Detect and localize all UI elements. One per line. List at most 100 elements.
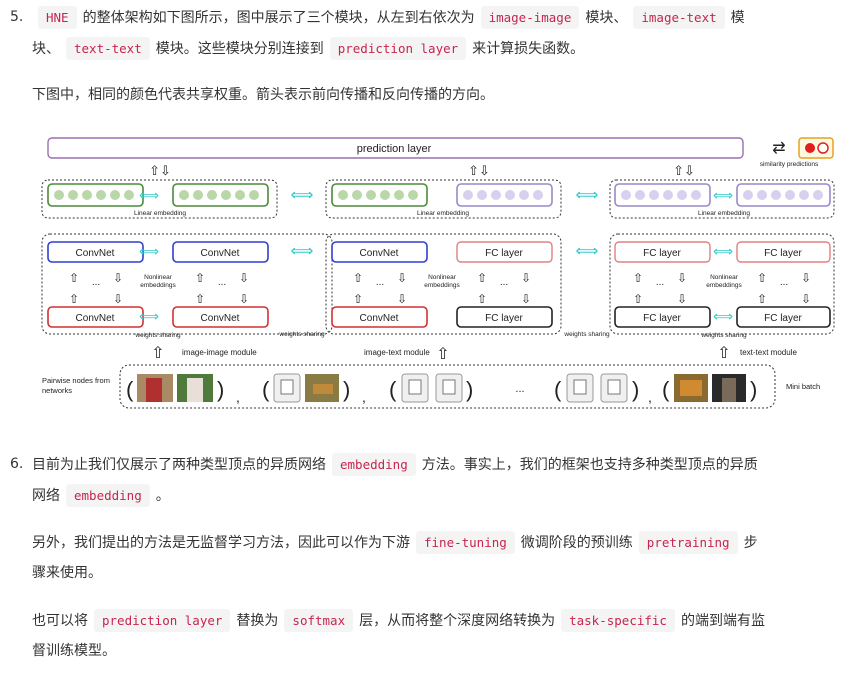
ellipsis: ... <box>780 277 788 288</box>
list-number-5: 5. <box>10 9 24 25</box>
down-arrow-icon: ⇩ <box>521 292 531 306</box>
ellipsis: ... <box>92 277 100 288</box>
down-arrow-icon: ⇩ <box>397 292 407 306</box>
down-arrow-icon: ⇩ <box>113 271 123 285</box>
close-paren: ) <box>466 377 473 402</box>
double-arrow-icon: ⟺ <box>713 187 733 203</box>
code-hne: HNE <box>38 6 77 29</box>
down-arrow-icon: ⇩ <box>113 292 123 306</box>
fc-group <box>609 233 835 335</box>
open-paren: ( <box>662 377 670 402</box>
convnet-label: ConvNet <box>76 313 115 324</box>
item5-para2: 下图中，相同的颜色代表共享权重。箭头表示前向传播和反向传播的方向。 <box>32 87 494 103</box>
photo-figure <box>722 378 736 402</box>
embedding-box-green <box>331 183 428 207</box>
linear-embedding-label: Linear embedding <box>134 210 186 217</box>
double-arrow-icon: ⟺ <box>576 187 599 204</box>
text: 模块、 <box>585 10 628 26</box>
comma: , <box>362 389 366 405</box>
similarity-predictions-label: similarity predictions <box>760 161 819 168</box>
down-arrow-icon: ⇩ <box>397 271 407 285</box>
up-arrow-icon: ⇧ <box>151 345 164 362</box>
embeddings-label: embeddings <box>424 282 460 289</box>
up-arrow-icon: ⇧ <box>195 292 205 306</box>
weights-sharing-label: weights sharing <box>700 332 747 339</box>
close-paren: ) <box>217 377 224 402</box>
convnet-label: ConvNet <box>201 248 240 259</box>
code-task-specific: task-specific <box>561 609 675 632</box>
prediction-layer-box <box>47 137 744 159</box>
fc-layer-box-black <box>736 306 831 328</box>
text: 模 <box>730 10 745 26</box>
open-paren: ( <box>262 377 270 402</box>
ellipsis: ... <box>218 277 226 288</box>
close-paren: ) <box>750 377 757 402</box>
networks-label: networks <box>42 386 72 395</box>
convnet-label: ConvNet <box>201 313 240 324</box>
text: 块、 <box>32 41 60 57</box>
nonlinear-label: Nonlinear <box>710 274 739 281</box>
double-arrow-icon: ⟺ <box>139 308 159 324</box>
ellipsis: ... <box>515 383 524 395</box>
double-arrow-icon: ⟺ <box>139 187 159 203</box>
text: 方法。事实上，我们的框架也支持多种类型顶点的异质 <box>421 457 758 473</box>
convnet-box-red <box>47 306 144 328</box>
linear-embedding-label: Linear embedding <box>698 210 750 217</box>
up-arrow-icon: ⇧ <box>477 292 487 306</box>
text: 模块。这些模块分别连接到 <box>155 41 324 57</box>
ellipsis: ... <box>656 277 664 288</box>
up-arrow-icon: ⇧ <box>757 292 767 306</box>
text: 另外，我们提出的方法是无监督学习方法，因此可以作为下游 <box>32 535 410 551</box>
document-page <box>408 379 422 395</box>
weights-sharing-label: weights sharing <box>563 331 610 338</box>
photo-figure <box>146 378 162 402</box>
code-prediction-layer: prediction layer <box>94 609 231 632</box>
architecture-figure: prediction layer ⇄ similarity prediction… <box>41 137 835 409</box>
down-arrow-icon: ⇩ <box>801 292 811 306</box>
comma: , <box>236 389 240 405</box>
convnet-box-blue <box>47 241 144 263</box>
code-image-image: image-image <box>480 6 580 29</box>
double-arrow-icon: ⟺ <box>713 308 733 324</box>
photo-figure <box>187 378 203 402</box>
fc-layer-label: FC layer <box>485 248 523 259</box>
mini-batch-label: Mini batch <box>786 382 820 391</box>
convnet-label: ConvNet <box>76 248 115 259</box>
linear-embedding-group <box>41 179 278 219</box>
document-page <box>607 379 621 395</box>
mini-batch-box <box>119 364 776 409</box>
swap-arrows-icon: ⇄ <box>772 140 785 157</box>
fc-layer-label: FC layer <box>764 248 802 259</box>
item6-para2-line2: 骤来使用。 <box>32 565 102 581</box>
photo-figure <box>680 380 702 396</box>
fc-layer-box-black <box>456 306 553 328</box>
text: 的整体架构如下图所示，图中展示了三个模块，从左到右依次为 <box>82 10 475 26</box>
text: 微调阶段的预训练 <box>520 535 633 551</box>
up-arrow-icon: ⇧ <box>195 271 205 285</box>
fc-layer-box-pink <box>456 241 553 263</box>
up-arrow-icon: ⇧ <box>436 346 449 363</box>
up-arrow-icon: ⇧ <box>69 271 79 285</box>
embedding-dots <box>621 190 823 200</box>
fc-layer-label: FC layer <box>643 313 681 324</box>
fc-layer-box-black <box>614 306 711 328</box>
nonlinear-label: Nonlinear <box>428 274 457 281</box>
updown-arrows-icon: ⇧⇩ <box>673 163 695 178</box>
weights-sharing-label: weights sharing <box>134 332 181 339</box>
embedding-box-purple <box>614 183 711 207</box>
close-paren: ) <box>632 377 639 402</box>
embedding-box-green <box>172 183 269 207</box>
text-text-module-label: text-text module <box>740 348 797 357</box>
linear-embedding-label: Linear embedding <box>417 210 469 217</box>
updown-arrows-icon: ⇧⇩ <box>149 163 171 178</box>
document-page <box>573 379 587 395</box>
item5-line1: HNE 的整体架构如下图所示，图中展示了三个模块，从左到右依次为 image-ima… <box>32 2 848 34</box>
code-prediction-layer: prediction layer <box>329 37 467 60</box>
double-arrow-icon: ⟺ <box>291 187 314 204</box>
convnet-box-blue <box>172 241 269 263</box>
text: 层，从而将整个深度网络转换为 <box>359 613 556 629</box>
up-arrow-icon: ⇧ <box>69 292 79 306</box>
